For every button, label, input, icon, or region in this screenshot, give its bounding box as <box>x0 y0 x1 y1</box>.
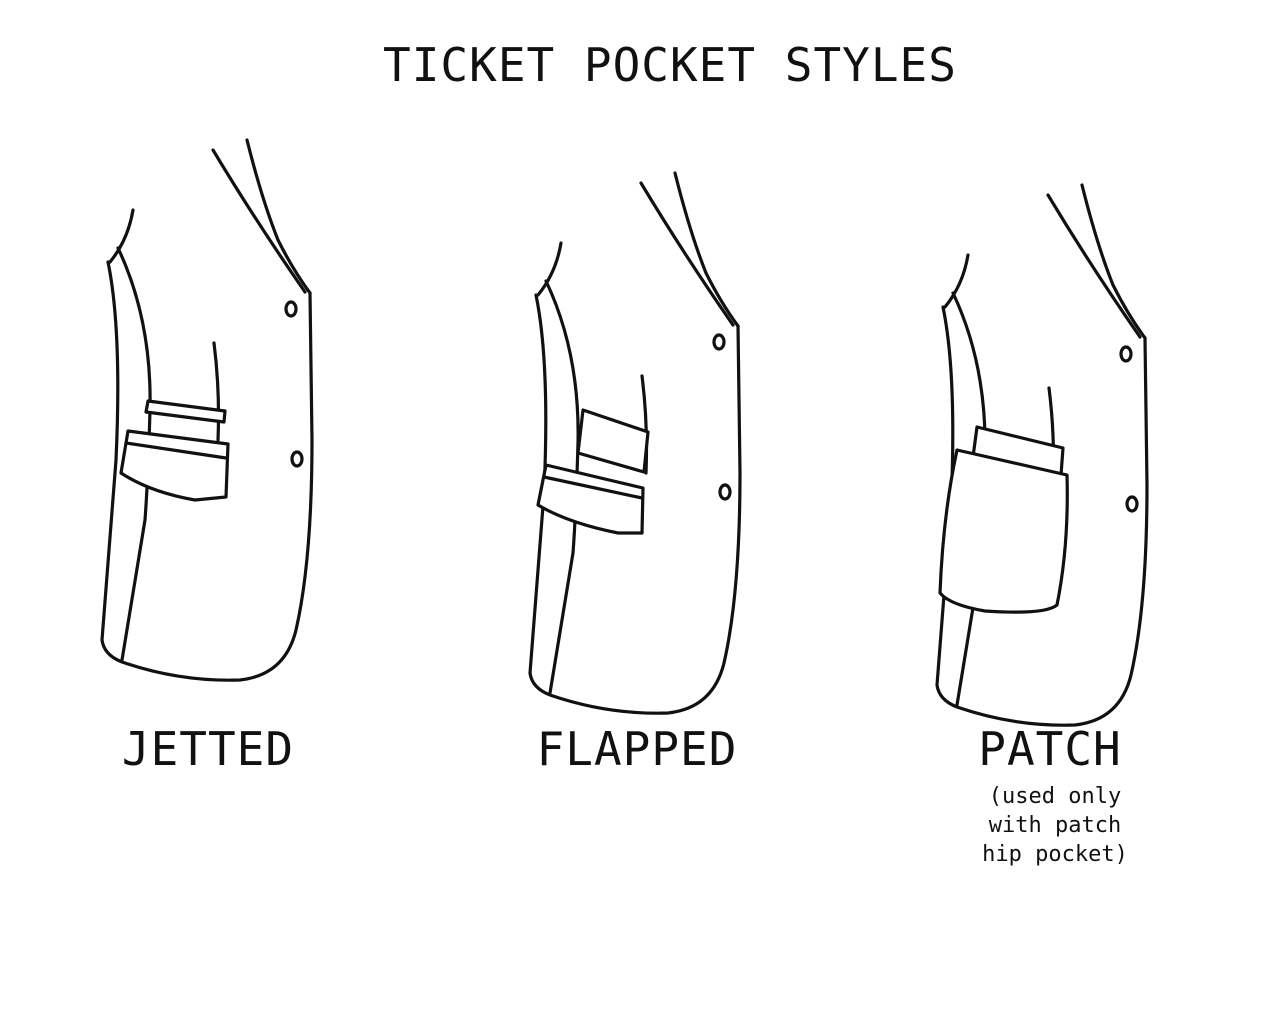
note-line: hip pocket) <box>982 842 1128 867</box>
label-jetted: JETTED <box>121 722 295 776</box>
patch-hip-pocket <box>938 448 1069 614</box>
hip-pocket-flap <box>536 463 645 535</box>
note-line: (used only <box>988 784 1122 809</box>
patch-note: (used only with patch hip pocket) <box>955 782 1155 869</box>
label-flapped: FLAPPED <box>536 722 738 776</box>
hip-pocket-flap <box>119 429 230 502</box>
jacket-flapped <box>528 171 742 715</box>
jacket-patch <box>935 183 1149 727</box>
diagram-title: TICKET POCKET STYLES <box>383 38 957 92</box>
jetted-ticket-pocket <box>144 399 227 424</box>
note-line: with patch <box>988 813 1122 838</box>
flapped-ticket-pocket <box>576 408 650 474</box>
label-patch: PATCH <box>978 722 1122 776</box>
jacket-jetted <box>100 138 314 682</box>
